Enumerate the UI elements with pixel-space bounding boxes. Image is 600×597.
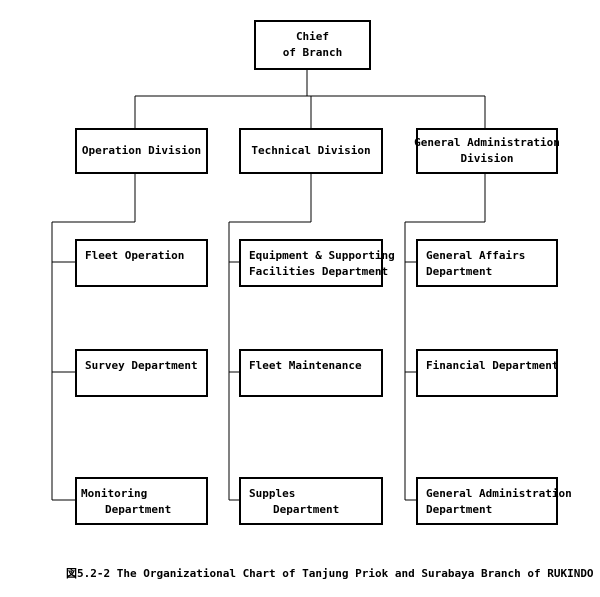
operation-division-label: Operation Division [81,144,202,157]
fleet-maintenance-box: Fleet Maintenance [239,349,383,397]
general-administration-division-box: General Administration Division [414,128,560,174]
general-administration-department-box: General Administration Department [416,477,572,525]
technical-division-box: Technical Division [239,128,383,174]
survey-department-box: Survey Department [75,349,208,397]
financial-department-box: Financial Department [416,349,558,397]
general-affairs-line-2: Department [426,265,493,278]
general-affairs-line-1: General Affairs [426,249,526,262]
monitoring-department-box: Monitoring Department [75,477,208,525]
survey-department-label: Survey Department [85,359,198,372]
general-admin-dept-line-2: Department [426,503,493,516]
equipment-line-2: Facilities Department [249,265,389,278]
general-division-line-1: General Administration [414,136,560,149]
chief-line-1: Chief [295,30,330,43]
financial-department-label: Financial Department [426,359,559,372]
supples-line-1: Supples [249,487,296,500]
equipment-line-1: Equipment & Supporting [249,249,395,262]
monitoring-line-2: Department [105,503,172,516]
equipment-supporting-facilities-box: Equipment & Supporting Facilities Depart… [239,239,395,287]
chief-of-branch-box: Chief of Branch [254,20,371,70]
general-affairs-department-box: General Affairs Department [416,239,558,287]
fleet-operation-box: Fleet Operation [75,239,208,287]
general-admin-dept-line-1: General Administration [426,487,572,500]
figure-caption: 図5.2-2 The Organizational Chart of Tanju… [66,567,594,580]
chief-line-2: of Branch [282,46,343,59]
operation-division-box: Operation Division [75,128,208,174]
supples-line-2: Department [273,503,340,516]
monitoring-line-1: Monitoring [81,487,148,500]
fleet-operation-label: Fleet Operation [85,249,185,262]
fleet-maintenance-label: Fleet Maintenance [249,359,362,372]
general-division-line-2: Division [460,152,514,165]
supples-department-box: Supples Department [239,477,383,525]
technical-division-label: Technical Division [251,144,371,157]
